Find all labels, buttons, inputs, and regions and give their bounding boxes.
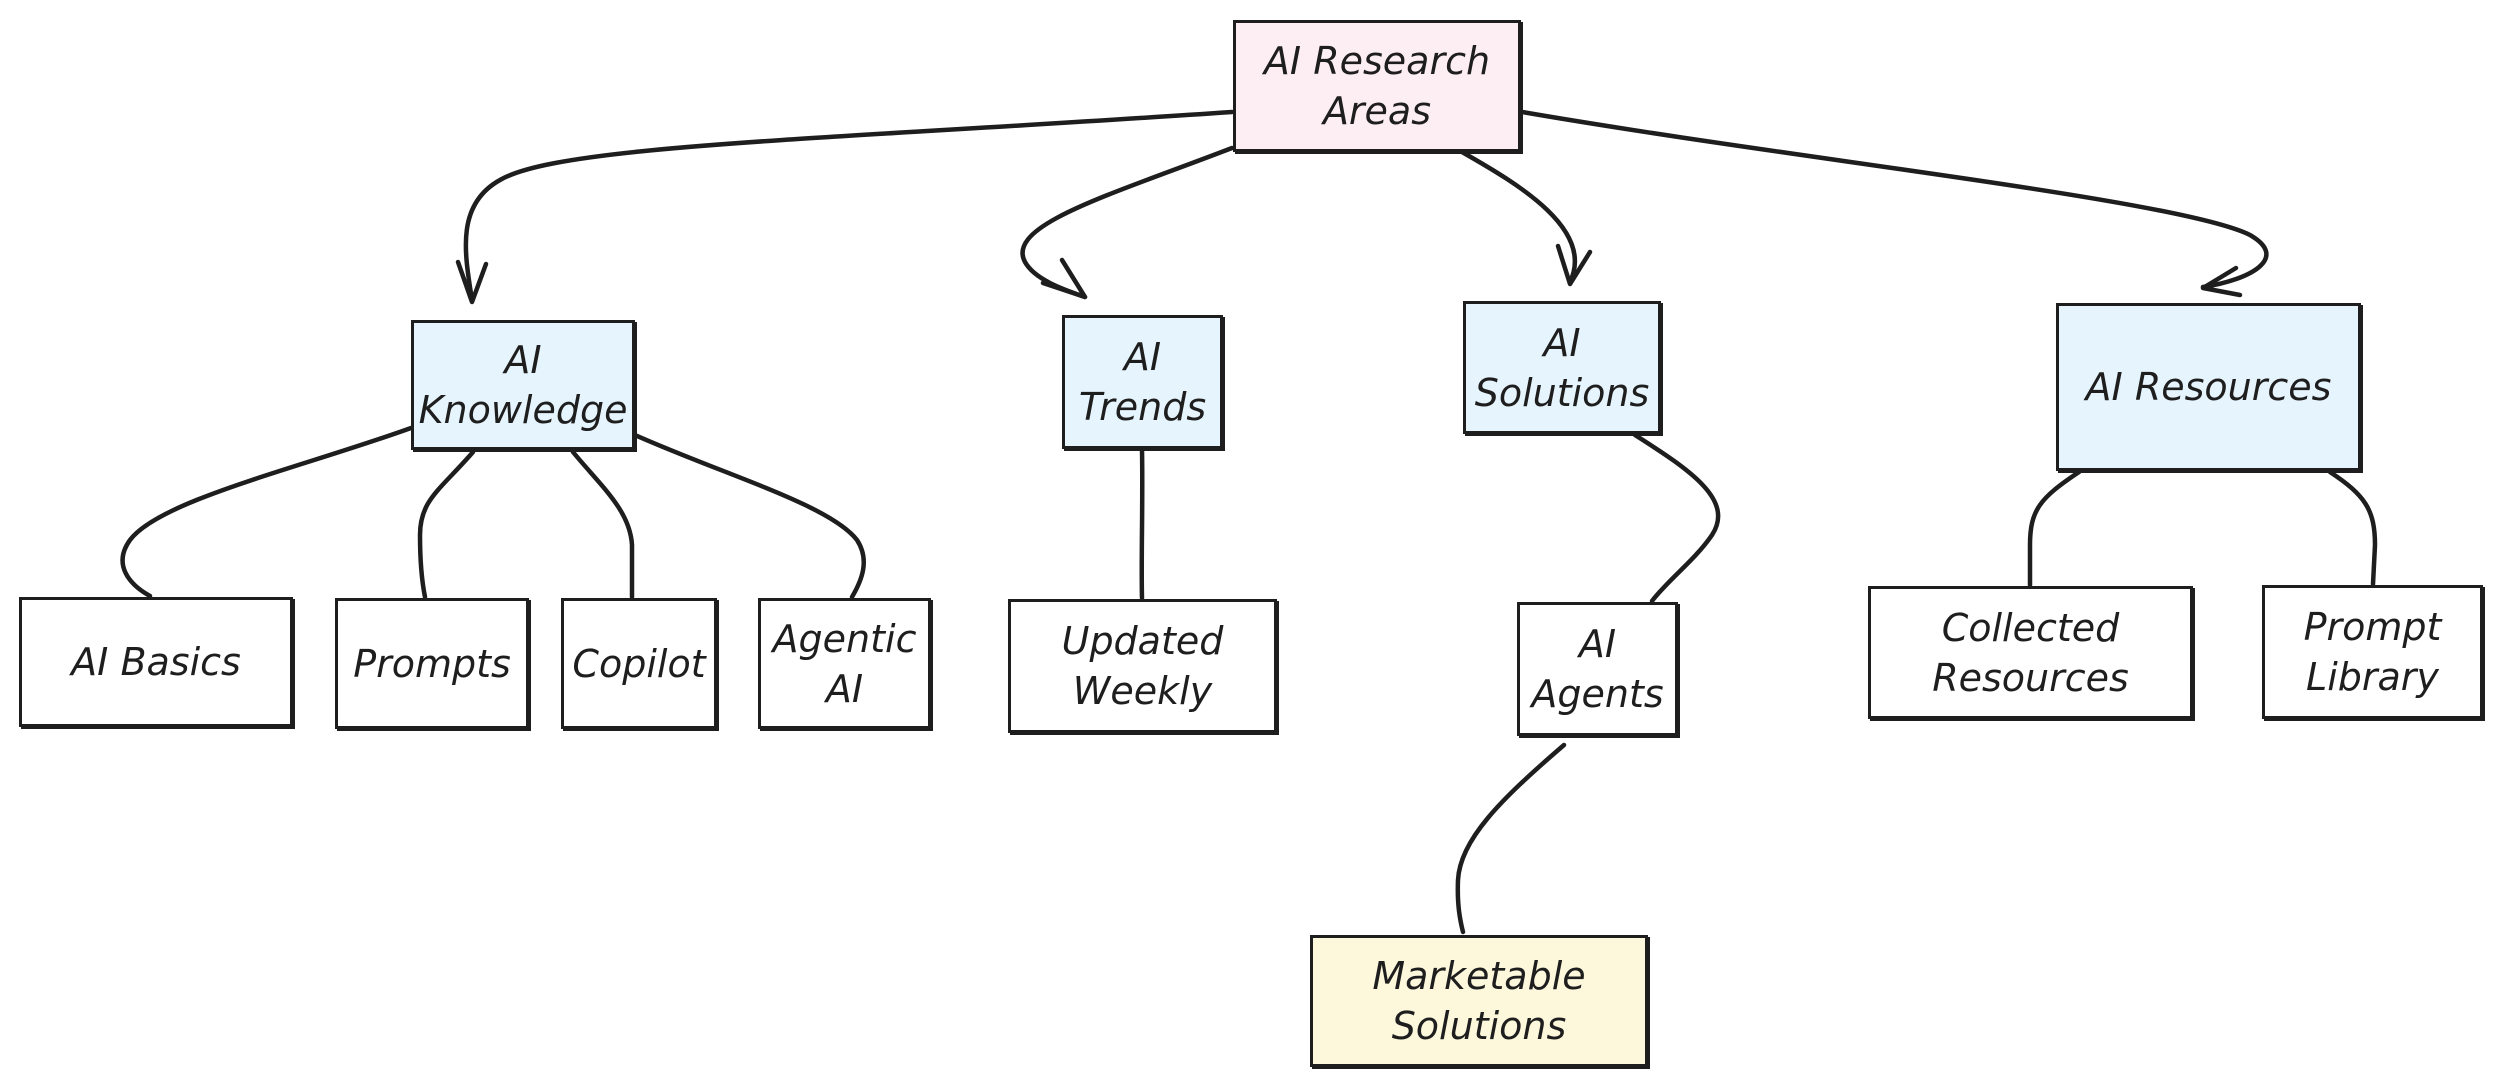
- edge-trends-to-weekly: [1139, 447, 1145, 601]
- node-label-line: Agents: [1531, 672, 1664, 716]
- node-label-line: Agentic: [772, 616, 917, 661]
- edge-root-to-solutions: [1459, 149, 1578, 285]
- edge-solutions-to-agents: [1632, 432, 1721, 604]
- node-collected-resources[interactable]: Collected Resources: [1868, 586, 2193, 719]
- node-ai-solutions[interactable]: AI Solutions: [1463, 301, 1661, 434]
- node-ai-resources[interactable]: AI Resources: [2056, 303, 2361, 471]
- node-label-line: AI: [504, 338, 542, 382]
- node-label-line: AI: [1123, 335, 1162, 379]
- edge-knowledge-to-agentic: [632, 432, 866, 600]
- arrowhead-knowledge: [455, 259, 489, 305]
- node-updated-weekly[interactable]: Updated Weekly: [1008, 599, 1277, 733]
- node-label-line: AI: [1578, 622, 1617, 666]
- node-label-line: Solutions: [1474, 370, 1650, 415]
- node-ai-research-areas[interactable]: AI Research Areas: [1233, 20, 1521, 152]
- node-copilot[interactable]: Copilot: [561, 598, 717, 729]
- node-label-line: Weekly: [1072, 669, 1213, 713]
- node-label-line: Knowledge: [418, 388, 628, 432]
- edge-root-to-knowledge: [463, 109, 1235, 303]
- node-label-line: AI Basics: [71, 640, 241, 684]
- node-marketable-solutions[interactable]: Marketable Solutions: [1310, 935, 1648, 1067]
- node-label-line: AI: [1543, 320, 1581, 365]
- node-label-line: AI Research: [1263, 39, 1491, 83]
- edge-knowledge-to-copilot: [570, 449, 635, 600]
- edge-agents-to-marketable: [1455, 742, 1567, 935]
- arrowhead-solutions: [1555, 243, 1593, 287]
- node-label-line: Areas: [1322, 89, 1432, 133]
- edge-resources-to-collected: [2027, 469, 2082, 588]
- arrowhead-trends: [1040, 257, 1088, 300]
- node-prompt-library[interactable]: Prompt Library: [2262, 585, 2483, 719]
- node-label-line: Prompts: [353, 641, 511, 686]
- node-label-line: AI Resources: [2085, 365, 2332, 409]
- node-label-line: Copilot: [572, 641, 706, 686]
- node-label-line: Trends: [1078, 385, 1207, 429]
- node-prompts[interactable]: Prompts: [335, 598, 529, 729]
- node-label-line: Resources: [1932, 655, 2129, 700]
- edge-resources-to-promptlib: [2327, 469, 2378, 587]
- node-label-line: Prompt: [2303, 605, 2442, 649]
- node-label-line: Marketable: [1372, 954, 1586, 998]
- node-label-line: Collected: [1941, 605, 2120, 650]
- edge-knowledge-to-prompts: [417, 449, 476, 600]
- node-ai-knowledge[interactable]: AI Knowledge: [411, 320, 635, 450]
- node-label-line: Solutions: [1391, 1004, 1567, 1048]
- arrowhead-resources: [2200, 265, 2243, 298]
- node-label-line: AI: [825, 666, 864, 711]
- edge-knowledge-to-basics: [120, 425, 414, 599]
- node-label-line: Library: [2306, 655, 2439, 699]
- node-agentic-ai[interactable]: Agentic AI: [758, 598, 931, 729]
- node-label-line: Updated: [1061, 619, 1224, 663]
- node-ai-agents[interactable]: AI Agents: [1517, 602, 1678, 736]
- node-ai-basics[interactable]: AI Basics: [19, 597, 293, 727]
- edge-root-to-trends: [1020, 145, 1235, 300]
- node-ai-trends[interactable]: AI Trends: [1062, 315, 1223, 449]
- edge-root-to-resources: [1519, 109, 2269, 290]
